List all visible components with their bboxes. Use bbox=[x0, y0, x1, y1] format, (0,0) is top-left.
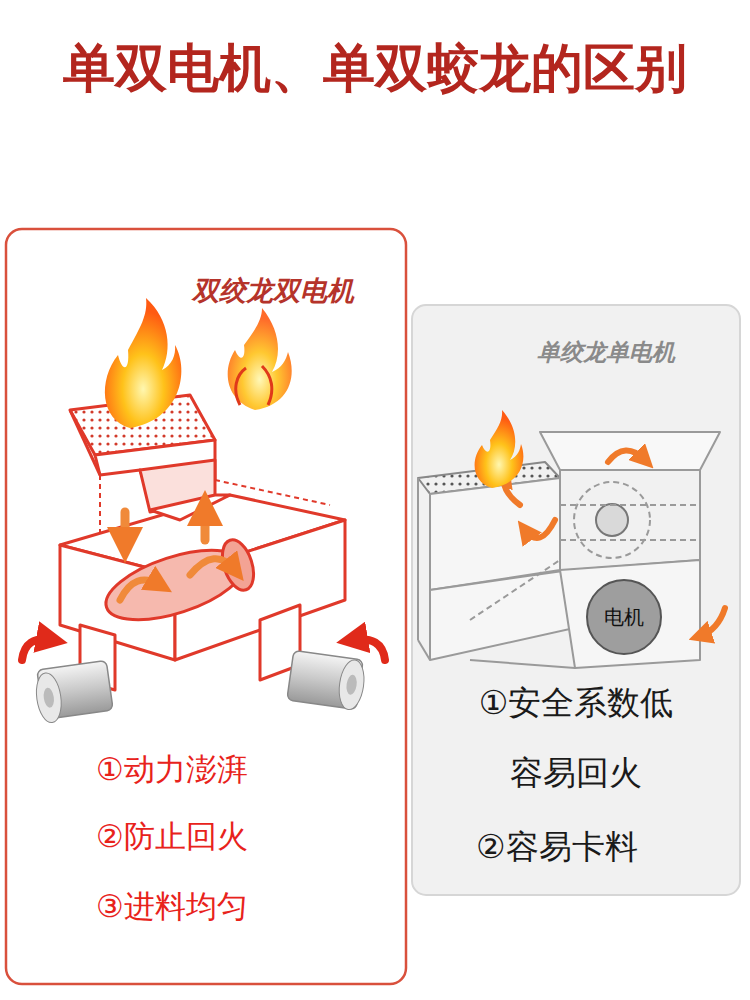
machine-drawing bbox=[418, 432, 720, 668]
feature-item: ①动力澎湃 bbox=[96, 749, 248, 791]
feature-item: ①安全系数低 容易回火 bbox=[464, 668, 688, 808]
feature-item: ②容易卡料 bbox=[476, 825, 638, 870]
flame bbox=[105, 298, 292, 428]
comparison-card: 双绞龙双电机 ①动力澎湃 ②防止回火 ③进料均匀 bbox=[6, 229, 406, 984]
flow-arrow bbox=[22, 508, 385, 660]
card-ground bbox=[412, 305, 740, 895]
motor-label: 电机 bbox=[604, 604, 644, 631]
feature-item: ③进料均匀 bbox=[96, 886, 248, 928]
motor-cylinder bbox=[33, 650, 367, 724]
page-title: 单双电机、单双蛟龙的区别 bbox=[0, 34, 750, 104]
machine-drawing bbox=[60, 395, 345, 690]
flame bbox=[475, 410, 524, 488]
motor-circle: 电机 bbox=[586, 579, 662, 655]
feature-item: ②防止回火 bbox=[96, 816, 248, 858]
comparison-card: 单绞龙单电机 ①安全系数低 容易回火 ②容易卡料 电机 bbox=[412, 305, 740, 895]
card-heading: 双绞龙双电机 bbox=[192, 273, 354, 309]
card-ground bbox=[6, 229, 406, 984]
flow-arrow bbox=[504, 450, 725, 636]
card-heading: 单绞龙单电机 bbox=[537, 337, 675, 368]
